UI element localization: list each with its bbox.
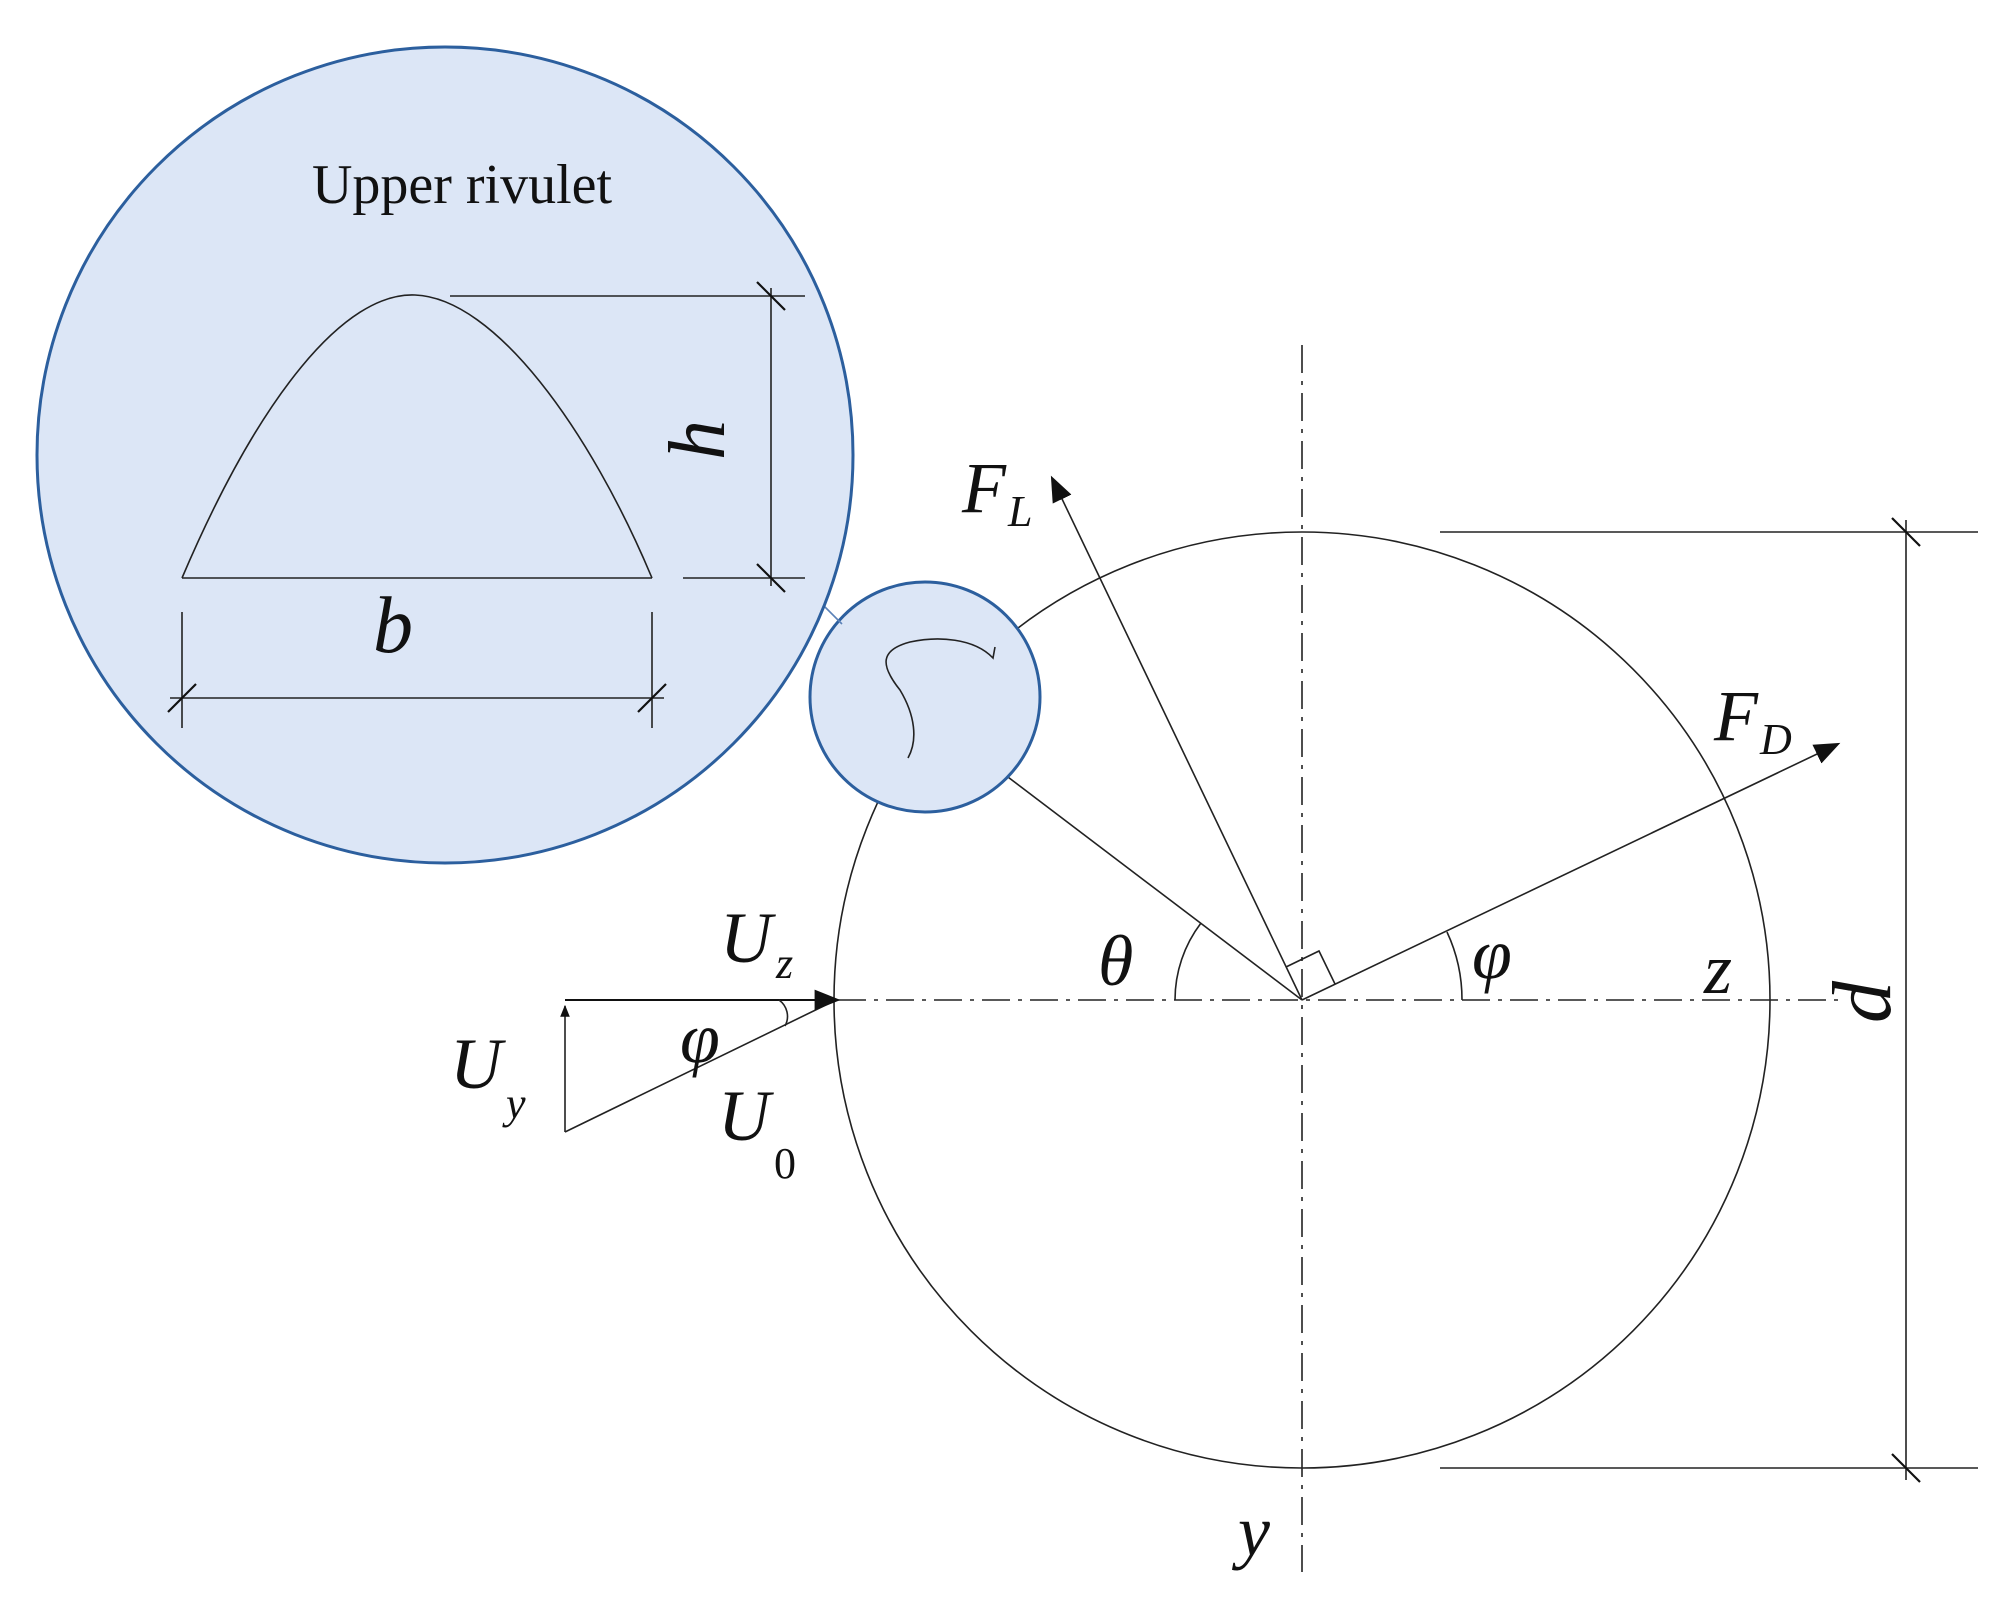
- uz-label-main: U: [720, 898, 776, 978]
- lift-force-label-sub: L: [1007, 487, 1032, 536]
- lift-force-label: FL: [961, 448, 1032, 536]
- u0-label-main: U: [718, 1076, 774, 1156]
- rivulet-bump-small: [885, 638, 996, 759]
- inset-circle: [35, 45, 855, 865]
- lift-force-arrow: [1050, 475, 1303, 1001]
- inset-title: Upper rivulet: [312, 154, 613, 216]
- height-tick-top: [756, 281, 786, 311]
- phi-angle-arc: [1446, 931, 1463, 1001]
- drag-force-arrow: [1301, 742, 1841, 1001]
- y-axis-label: y: [1231, 1491, 1270, 1571]
- theta-angle-arc: [1174, 922, 1202, 1001]
- drag-force-label-main: F: [1713, 676, 1759, 756]
- right-angle-marker: [1285, 949, 1336, 985]
- uy-label-main: U: [450, 1024, 506, 1104]
- u0-label-sub: 0: [774, 1139, 796, 1188]
- velocity-phi-arc: [778, 999, 789, 1027]
- uz-label-sub: z: [775, 939, 793, 988]
- width-tick-left: [167, 683, 197, 713]
- diameter-tick-bottom: [1891, 1453, 1921, 1483]
- rivulet-profile-curve: [181, 294, 653, 579]
- theta-label: θ: [1098, 921, 1133, 1001]
- u0-label: U0: [718, 1076, 796, 1188]
- height-tick-bottom: [756, 563, 786, 593]
- height-label: h: [654, 420, 742, 460]
- width-label: b: [373, 582, 413, 670]
- magnifier-lens: [808, 580, 1042, 814]
- uz-label: Uz: [720, 898, 793, 988]
- phi-center-label: φ: [1472, 914, 1512, 994]
- lens-connector-line: [821, 603, 843, 625]
- u0-line: [564, 1001, 833, 1133]
- phi-velocity-label: φ: [680, 998, 720, 1078]
- diameter-label: d: [1816, 980, 1909, 1023]
- lift-force-label-main: F: [961, 448, 1007, 528]
- z-axis-label: z: [1703, 929, 1732, 1009]
- drag-force-label-sub: D: [1759, 715, 1792, 764]
- uy-label: Uy: [450, 1024, 526, 1128]
- drag-force-label: FD: [1713, 676, 1792, 764]
- diameter-tick-top: [1891, 517, 1921, 547]
- width-tick-right: [637, 683, 667, 713]
- uy-label-sub: y: [502, 1079, 526, 1128]
